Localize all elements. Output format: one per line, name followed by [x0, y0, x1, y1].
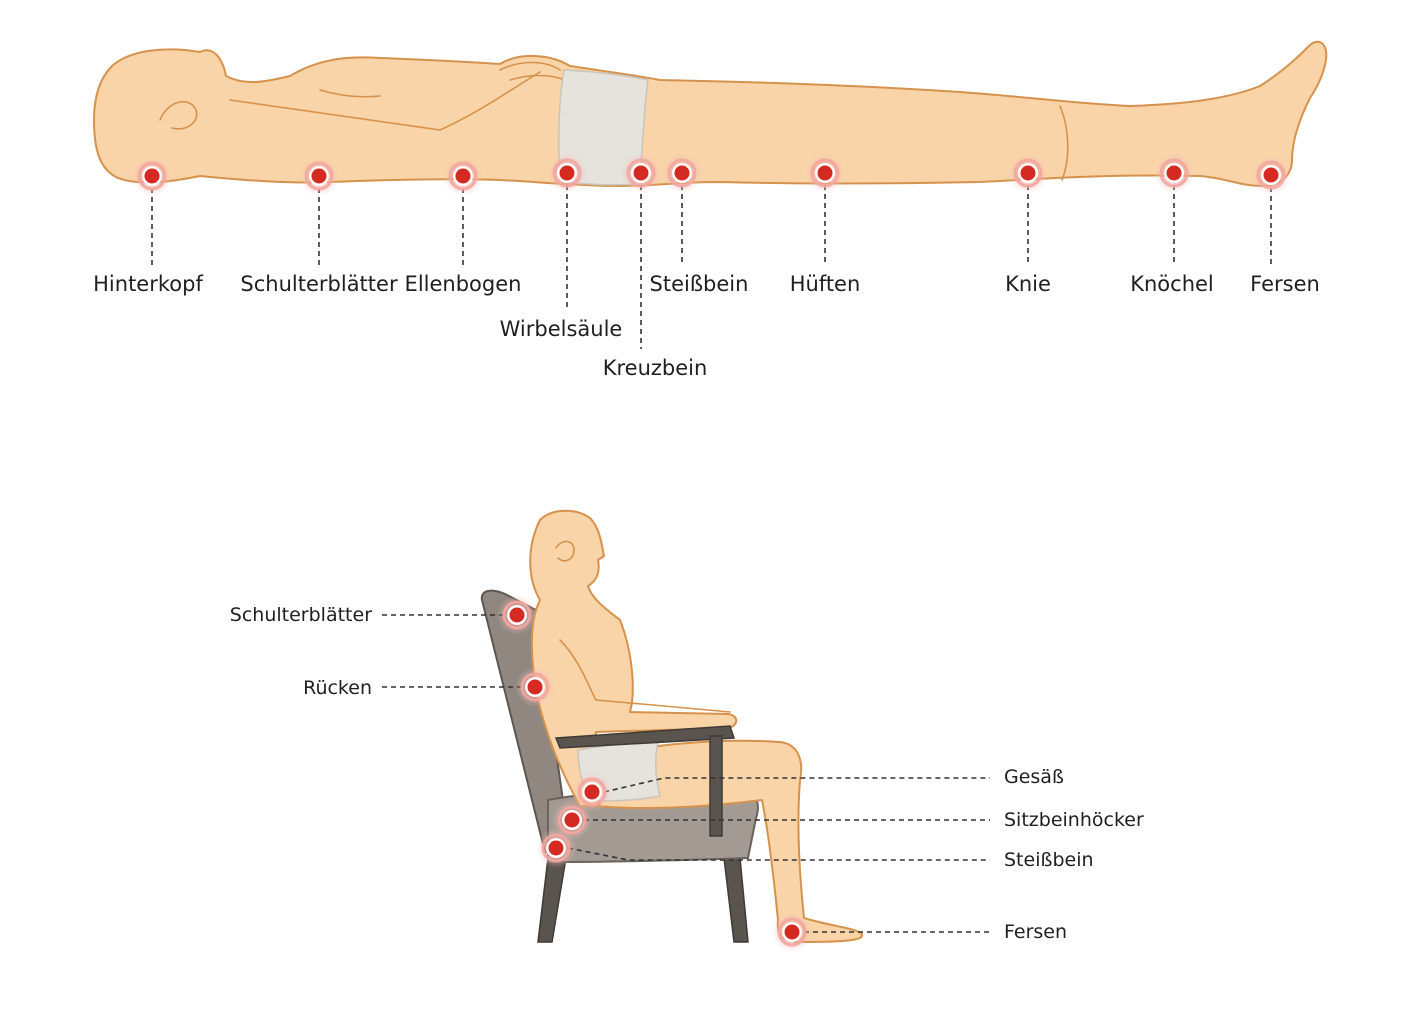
lying-knie-marker	[1008, 153, 1048, 193]
lying-knie-label: Knie	[1005, 272, 1051, 296]
lying-ellenbogen-label: Ellenbogen	[405, 272, 522, 296]
lying-kreuzbein-marker	[621, 153, 661, 193]
lying-knoechel-label: Knöchel	[1130, 272, 1214, 296]
lying-kreuzbein-label: Kreuzbein	[603, 356, 708, 380]
lying-hinterkopf-marker	[132, 156, 172, 196]
lying-steissbein-label: Steißbein	[650, 272, 749, 296]
chair-arm-post	[710, 736, 722, 836]
sitting-ruecken-marker	[515, 667, 555, 707]
lying-hueften-marker	[805, 153, 845, 193]
sitting-schulterblaetter-marker	[497, 595, 537, 635]
sitting-schulterblaetter-label: Schulterblätter	[230, 604, 372, 626]
lying-wirbelsaeule-label: Wirbelsäule	[500, 317, 623, 341]
sitting-ruecken-label: Rücken	[303, 677, 372, 699]
sitting-steissbein-marker	[536, 828, 576, 868]
lying-schulterblaetter-marker	[299, 156, 339, 196]
chair-leg-front	[724, 858, 748, 942]
lying-knoechel-marker	[1154, 153, 1194, 193]
chair-leg-back	[538, 858, 566, 942]
lying-fersen-label: Fersen	[1250, 272, 1320, 296]
lying-hinterkopf-label: Hinterkopf	[93, 272, 203, 296]
lying-body	[94, 42, 1326, 186]
lying-ellenbogen-marker	[443, 156, 483, 196]
sitting-sitzbeinhoecker-label: Sitzbeinhöcker	[1004, 809, 1144, 831]
sitting-fersen-label: Fersen	[1004, 921, 1067, 943]
sitting-gesaess-label: Gesäß	[1004, 766, 1064, 788]
lying-steissbein-marker	[662, 153, 702, 193]
sitting-figure	[482, 511, 862, 942]
lying-wirbelsaeule-marker	[547, 153, 587, 193]
lying-schulterblaetter-label: Schulterblätter	[240, 272, 398, 296]
lying-fersen-marker	[1251, 155, 1291, 195]
lying-hueften-label: Hüften	[790, 272, 861, 296]
lying-figure	[94, 42, 1326, 186]
sitting-fersen-marker	[772, 912, 812, 952]
sitting-steissbein-label: Steißbein	[1004, 849, 1094, 871]
